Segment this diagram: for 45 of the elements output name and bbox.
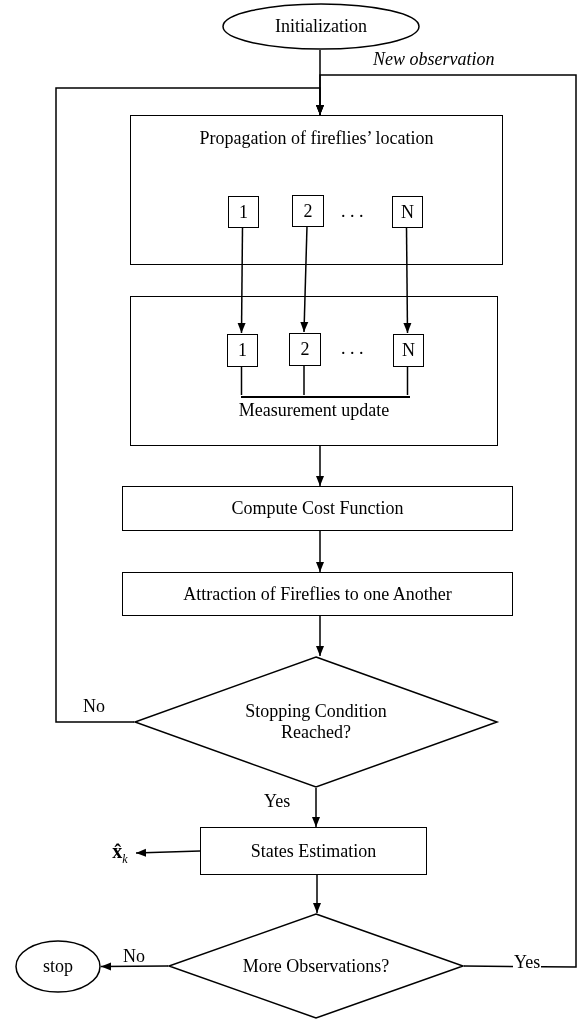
node-label: Initialization [275, 16, 367, 37]
process-box [130, 115, 503, 265]
output-symbol: x̂$_{k}$ [112, 839, 128, 867]
node-label: 1 [238, 340, 247, 361]
node-label: Propagation of fireflies’ location [199, 128, 434, 149]
node-label: 1 [239, 201, 248, 223]
process-box [292, 195, 324, 227]
process-box [289, 333, 321, 366]
node-label: Stopping Condition Reached? [244, 701, 388, 743]
ellipsis-text: . . . [341, 202, 364, 220]
process-box [392, 196, 423, 228]
arrow [316, 615, 324, 657]
node-label: Measurement update [238, 400, 390, 421]
process-box [200, 827, 427, 875]
arrow [403, 226, 412, 334]
process-box [227, 334, 258, 367]
arrow [313, 874, 321, 914]
edge-label: No [122, 947, 146, 965]
arrow [316, 530, 324, 573]
process-box [228, 196, 259, 228]
node-label: stop [43, 956, 73, 977]
process-box [393, 334, 424, 367]
arrow [135, 848, 201, 857]
arrow [312, 787, 320, 828]
node-label: States Estimation [250, 840, 377, 862]
node-label: N [402, 340, 415, 361]
node-label: More Observations? [242, 955, 390, 977]
edge-label: Yes [513, 953, 542, 971]
process-box [122, 572, 513, 616]
arrow [316, 445, 324, 487]
arrow [300, 225, 309, 333]
node-label: 2 [300, 339, 310, 360]
edge-label: Yes [263, 792, 292, 810]
node-label: 2 [303, 200, 313, 222]
node-label: Compute Cost Function [231, 498, 404, 519]
ellipsis-text: . . . [341, 339, 364, 357]
node-label: N [401, 201, 414, 223]
node-label: Attraction of Fireflies to one Another [183, 583, 452, 605]
arrow [316, 74, 577, 968]
process-box [122, 486, 513, 531]
edge-label: No [82, 697, 106, 715]
annotation-text: New observation [373, 50, 495, 68]
process-box [130, 296, 498, 446]
arrow [100, 962, 169, 971]
arrow [237, 226, 246, 334]
